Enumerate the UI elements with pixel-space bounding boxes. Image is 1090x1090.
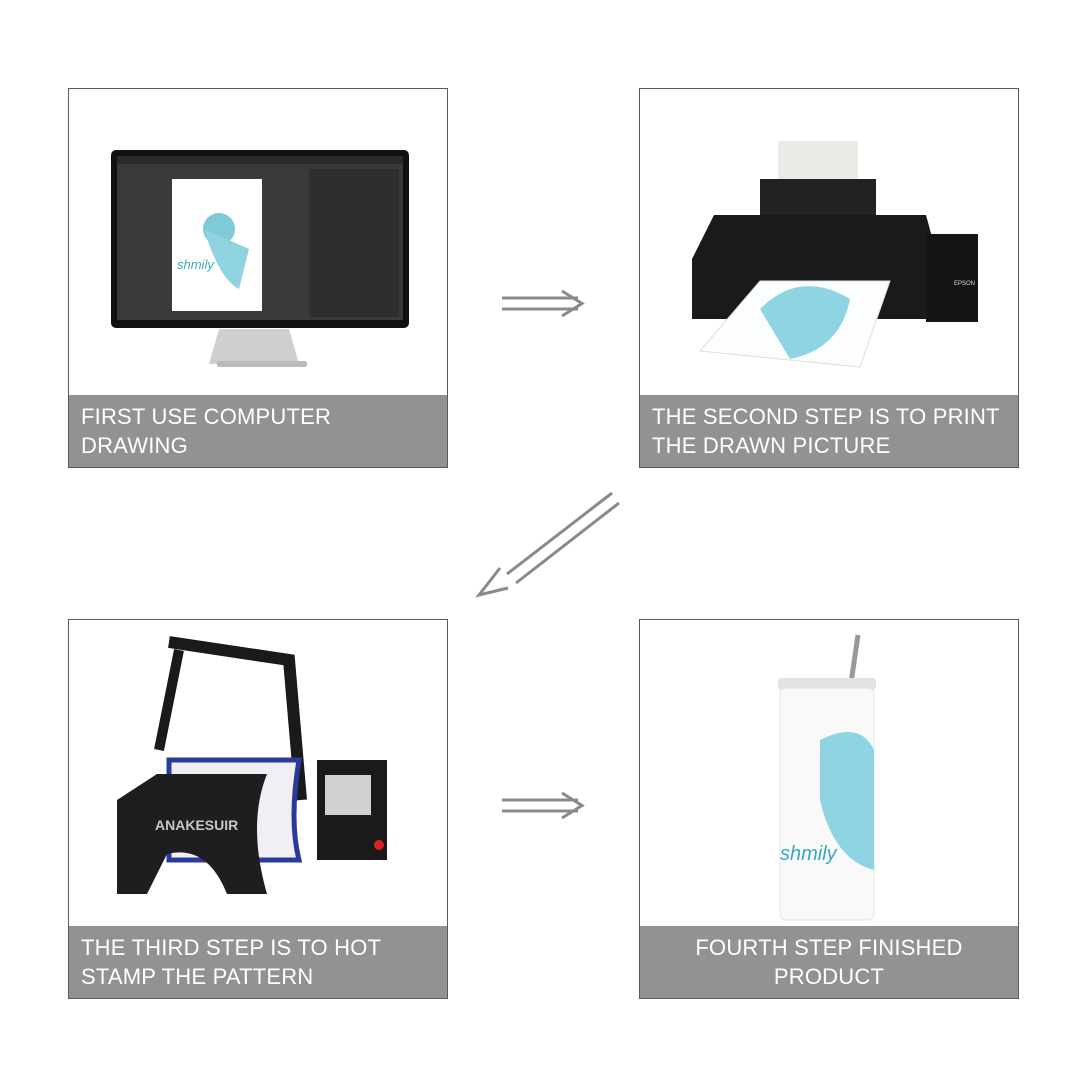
mug-heat-press-image: ANAKESUIR — [117, 636, 387, 894]
tumbler-artwork-text: shmily — [780, 843, 838, 865]
computer-monitor-image: shmily — [111, 150, 409, 367]
printed-tumbler-image: shmily — [778, 634, 876, 921]
diagonal-down-left-arrow-icon — [475, 491, 620, 598]
step-3-panel: ANAKESUIR THE THIRD STEP IS TO HOT STAMP… — [68, 619, 448, 999]
step-2-panel: EPSON THE SECOND STEP IS TO PRINT THE DR… — [639, 88, 1019, 468]
step-2-caption: THE SECOND STEP IS TO PRINT THE DRAWN PI… — [640, 395, 1018, 467]
printer-image: EPSON — [692, 141, 978, 368]
printer-brand: EPSON — [954, 281, 975, 287]
right-arrow-icon — [502, 791, 585, 820]
step-1-caption: FIRST USE COMPUTER DRAWING — [69, 395, 447, 467]
step-4-caption: FOURTH STEP FINISHED PRODUCT — [640, 926, 1018, 998]
step-3-caption: THE THIRD STEP IS TO HOT STAMP THE PATTE… — [69, 926, 447, 998]
right-arrow-icon — [502, 289, 585, 318]
step-4-panel: shmily FOURTH STEP FINISHED PRODUCT — [639, 619, 1019, 999]
step-1-panel: shmily FIRST USE COMPUTER DRAWING — [68, 88, 448, 468]
heat-press-brand: ANAKESUIR — [155, 817, 238, 833]
artwork-text: shmily — [177, 257, 215, 272]
